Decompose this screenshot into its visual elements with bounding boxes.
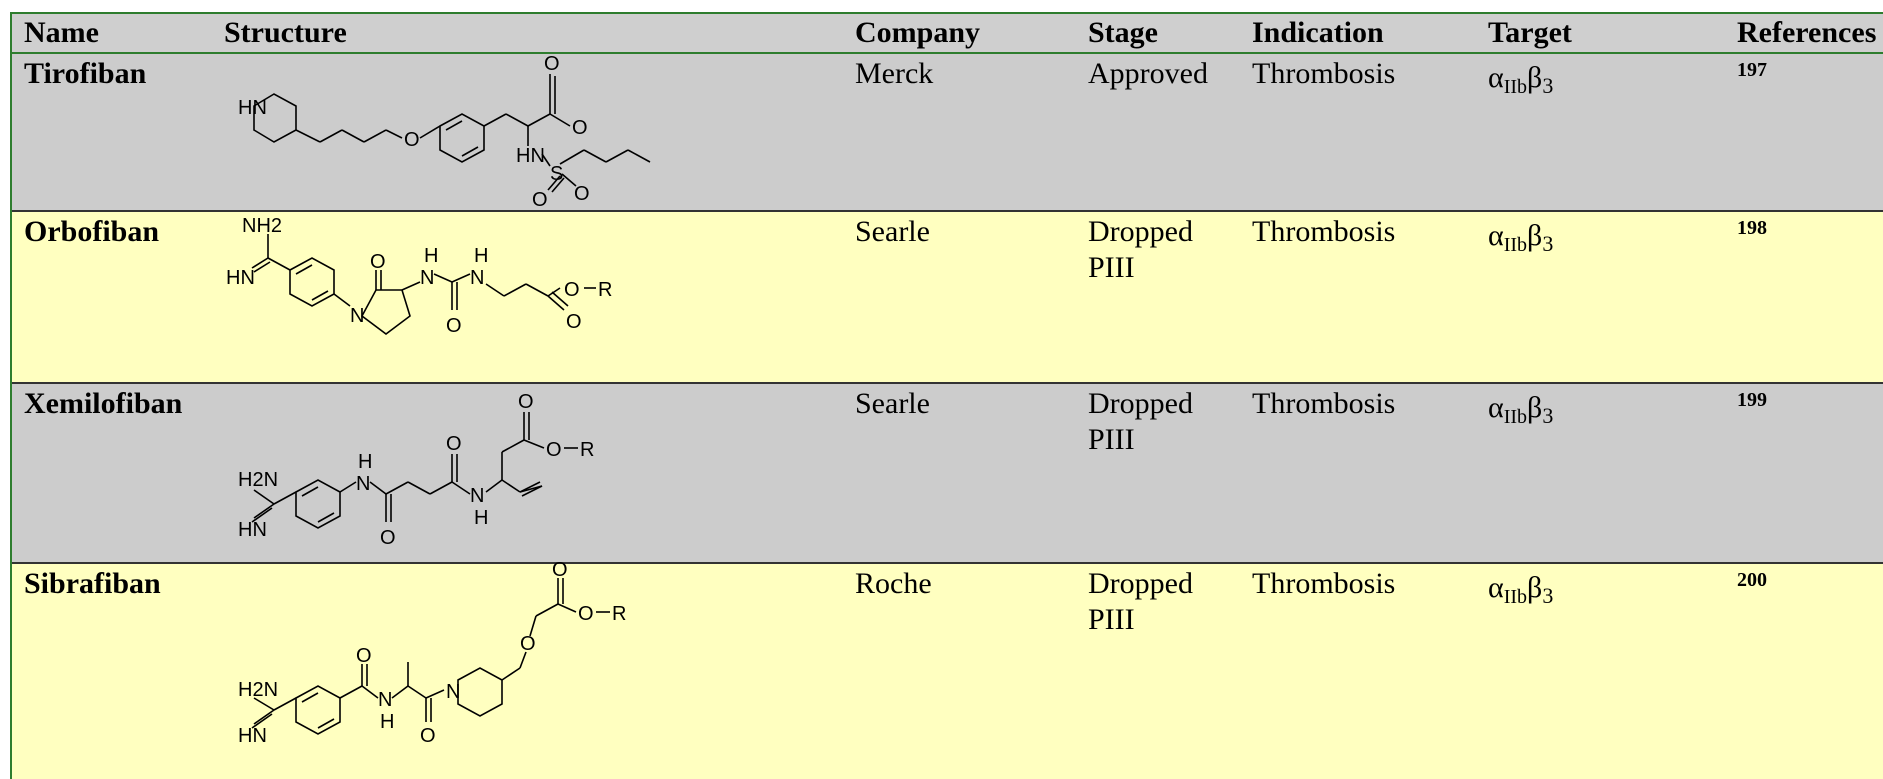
atom-label: HN [238,725,267,747]
atom-label: O [532,189,548,211]
atom-label: S [550,163,563,185]
atom-label: R [612,603,626,625]
indication: Thrombosis [1252,57,1396,90]
header-target: Target [1488,16,1572,49]
atom-label: H [380,711,394,733]
atom-label: O [552,559,568,581]
drug-name: Tirofiban [24,57,147,90]
indication: Thrombosis [1252,215,1396,248]
atom-label: O [546,439,562,461]
atom-label: HN [226,267,255,289]
drug-name: Sibrafiban [24,567,161,600]
atom-label: O [446,315,462,337]
header-references: References [1737,16,1877,49]
atom-label: N [350,305,364,327]
reference: 200 [1737,569,1767,591]
table-row: Tirofiban HN O O O HN S O O Merck Approv… [12,53,1883,212]
reference: 197 [1737,59,1767,81]
table-row: Orbofiban NH2 HN N O N H N H O O R O Sea… [12,212,1883,384]
atom-label: HN [238,519,267,541]
company: Merck [855,57,934,90]
atom-label: H2N [238,469,278,491]
atom-label: O [420,725,436,747]
indication: Thrombosis [1252,387,1396,420]
atom-label: HN [516,145,545,167]
company: Roche [855,567,932,600]
atom-label: O [578,603,594,625]
header-indication: Indication [1252,16,1384,49]
indication: Thrombosis [1252,567,1396,600]
atom-label: N [446,681,460,703]
atom-label: H2N [238,679,278,701]
target: αIIbβ3 [1488,571,1554,608]
chemical-structure: HN O O O HN S O O [238,53,651,211]
table-row: Xemilofiban H2N HN N H O O N H O O R Sea… [12,384,1883,564]
target: αIIbβ3 [1488,61,1554,98]
atom-label: N [356,473,370,495]
target: αIIbβ3 [1488,219,1554,256]
atom-label: H [474,507,488,529]
atom-label: O [564,279,580,301]
atom-label: O [404,129,420,151]
header-structure: Structure [224,16,347,49]
header-stage: Stage [1088,16,1158,49]
reference: 198 [1737,217,1767,239]
atom-label: O [520,633,536,655]
company: Searle [855,215,930,248]
stage: Dropped PIII [1088,215,1193,284]
stage: Approved [1088,57,1208,90]
table-header: Name Structure Company Stage Indication … [12,14,1883,54]
atom-label: NH2 [242,215,282,237]
atom-label: H [424,245,438,267]
chemical-structure: H2N HN N H O O N H O O R [238,391,594,549]
atom-label: N [378,689,392,711]
atom-label: O [572,117,588,139]
atom-label: H [358,451,372,473]
header-company: Company [855,16,981,49]
atom-label: R [598,279,612,301]
atom-label: HN [238,97,267,119]
atom-label: O [370,251,386,273]
atom-label: O [380,527,396,549]
stage: Dropped PIII [1088,567,1193,636]
atom-label: O [574,183,590,205]
drug-name: Orbofiban [24,215,160,248]
atom-label: O [566,311,582,333]
header-name: Name [24,16,99,49]
atom-label: N [470,485,484,507]
table-frame [10,12,1883,779]
atom-label: H [474,245,488,267]
company: Searle [855,387,930,420]
atom-label: R [580,439,594,461]
drug-name: Xemilofiban [24,387,183,420]
atom-label: O [544,53,560,75]
atom-label: O [356,645,372,667]
stage: Dropped PIII [1088,387,1193,456]
atom-label: O [518,391,534,413]
table-row: Sibrafiban H2N HN O N H O N O O O R Roch… [12,559,1883,779]
atom-label: O [446,433,462,455]
reference: 199 [1737,389,1767,411]
chemical-structure: NH2 HN N O N H N H O O R O [226,215,612,337]
target: αIIbβ3 [1488,391,1554,428]
atom-label: N [420,267,434,289]
atom-label: N [470,267,484,289]
chemical-structure: H2N HN O N H O N O O O R [238,559,626,747]
